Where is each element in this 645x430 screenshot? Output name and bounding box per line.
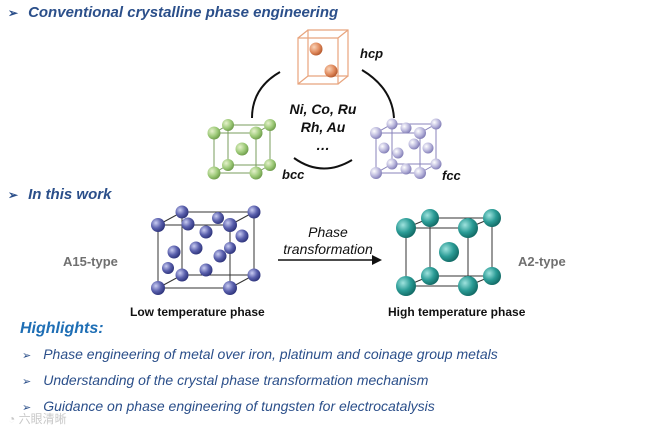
label-bcc: bcc (282, 167, 305, 182)
highlight-text: Phase engineering of metal over iron, pl… (43, 346, 498, 362)
label-a15-type: A15-type (63, 254, 118, 269)
highlights-title: Highlights: (20, 320, 104, 337)
arc-bcc-fcc (293, 157, 353, 170)
bullet-arrow-icon: ➢ (22, 350, 32, 362)
arc-hcp-bcc (251, 71, 281, 119)
bullet-arrow-icon: ➢ (8, 188, 19, 202)
caption-high-temperature: High temperature phase (388, 305, 526, 319)
metals-list: Ni, Co, Ru Rh, Au … (282, 100, 364, 154)
a15-structure (151, 205, 261, 295)
bullet-arrow-icon: ➢ (22, 402, 32, 414)
atom (309, 42, 323, 56)
transformation-label: Phase transformation (276, 224, 380, 258)
section-title: In this work (28, 186, 112, 203)
a2-structure (396, 209, 501, 296)
watermark: ◔ 六眼清晰 (8, 410, 67, 427)
hcp-structure (297, 29, 349, 85)
highlight-item: ➢ Phase engineering of metal over iron, p… (22, 346, 498, 362)
bullet-arrow-icon: ➢ (22, 376, 32, 388)
label-fcc: fcc (442, 168, 461, 183)
section-heading-conventional: ➢ Conventional crystalline phase engineer… (8, 4, 338, 21)
fcc-structure (370, 118, 442, 179)
highlight-text: Guidance on phase engineering of tungste… (43, 398, 435, 414)
watermark-icon: ◔ (8, 412, 16, 426)
bullet-arrow-icon: ➢ (8, 6, 19, 20)
bcc-structure (207, 119, 276, 180)
transformation-line-2: transformation (283, 241, 373, 257)
transformation-arrow (278, 255, 382, 265)
label-hcp: hcp (360, 46, 384, 61)
section-heading-this-work: ➢ In this work (8, 186, 111, 203)
metals-line-3: … (316, 137, 330, 153)
transformation-line-1: Phase (308, 224, 348, 240)
atom (324, 64, 338, 78)
metals-line-2: Rh, Au (300, 119, 346, 135)
arc-hcp-fcc (361, 69, 395, 119)
section-title: Conventional crystalline phase engineeri… (28, 4, 339, 21)
watermark-text: 六眼清晰 (18, 412, 67, 426)
highlight-item: ➢ Guidance on phase engineering of tungst… (22, 398, 435, 414)
label-a2-type: A2-type (518, 254, 566, 269)
metals-line-1: Ni, Co, Ru (289, 101, 357, 117)
highlight-text: Understanding of the crystal phase trans… (43, 372, 429, 388)
highlight-item: ➢ Understanding of the crystal phase tran… (22, 372, 428, 388)
caption-low-temperature: Low temperature phase (130, 305, 265, 319)
cycle-arcs (251, 69, 395, 170)
